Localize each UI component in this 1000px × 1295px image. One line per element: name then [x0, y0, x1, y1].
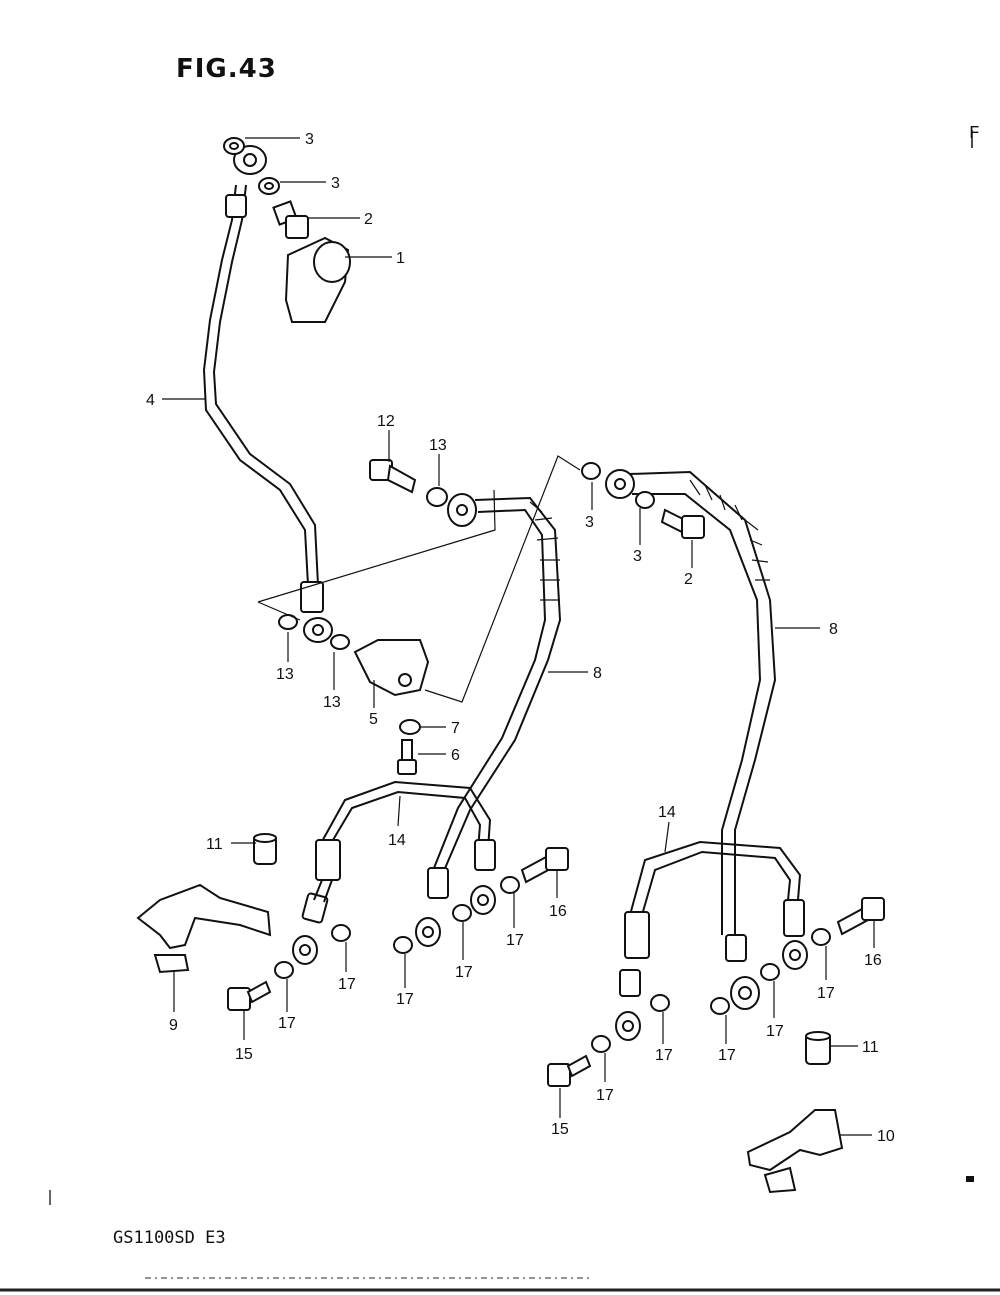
union-bolt-16-right [836, 897, 885, 936]
union-bolt-2 [272, 200, 309, 239]
model-code: GS1100SD E3 [113, 1228, 226, 1248]
washer-7 [399, 719, 421, 735]
union-bolt-15-left [227, 980, 272, 1011]
washer-3-right-upper [581, 462, 601, 480]
brake-hose-8-left [429, 493, 562, 881]
union-bolt-12 [369, 459, 417, 494]
brake-hose-14-right [615, 840, 808, 1041]
bracket-10 [746, 1109, 844, 1194]
callout-7: 7 [451, 720, 460, 737]
callout-8: 8 [829, 621, 838, 638]
washer-3-right-lower [635, 491, 655, 509]
callout-11: 11 [862, 1039, 879, 1056]
brake-hose-8-right [605, 469, 777, 935]
bracket-9 [136, 883, 272, 974]
callout-17: 17 [766, 1023, 784, 1040]
grommet-11-left [253, 833, 277, 865]
callout-leaders [162, 137, 875, 1136]
brake-hose-14-left [292, 780, 496, 965]
bolt-6 [397, 739, 417, 775]
callout-5: 5 [369, 711, 378, 728]
callout-17: 17 [718, 1047, 736, 1064]
brake-joint-5 [257, 455, 581, 703]
washers-17 [274, 876, 831, 1053]
callout-17: 17 [455, 964, 473, 981]
callout-16: 16 [549, 903, 567, 920]
callout-17: 17 [817, 985, 835, 1002]
callout-3: 3 [633, 548, 642, 565]
callout-17: 17 [396, 991, 414, 1008]
washer-13-upper [426, 487, 448, 507]
callout-6: 6 [451, 747, 460, 764]
callout-17: 17 [596, 1087, 614, 1104]
fitting-part-1 [284, 236, 351, 323]
callout-13: 13 [429, 437, 447, 454]
callout-13: 13 [323, 694, 341, 711]
callout-2: 2 [364, 211, 373, 228]
callout-14: 14 [388, 832, 406, 849]
callout-12: 12 [377, 413, 395, 430]
edge-mark: F [969, 124, 980, 144]
callout-3: 3 [305, 131, 314, 148]
union-bolt-2-right [660, 508, 705, 539]
callout-11: 11 [206, 836, 223, 853]
callout-3: 3 [585, 514, 594, 531]
callout-2: 2 [684, 571, 693, 588]
callout-17: 17 [278, 1015, 296, 1032]
callout-14: 14 [658, 804, 676, 821]
callout-10: 10 [877, 1128, 895, 1145]
callout-9: 9 [169, 1017, 178, 1034]
callout-17: 17 [506, 932, 524, 949]
callout-1: 1 [396, 250, 405, 267]
washer-3-upper [223, 137, 280, 195]
callout-16: 16 [864, 952, 882, 969]
brake-hose-4 [202, 145, 333, 643]
callout-15: 15 [235, 1046, 253, 1063]
callout-8: 8 [593, 665, 602, 682]
figure-title: FIG.43 [176, 54, 277, 84]
callout-3: 3 [331, 175, 340, 192]
callout-17: 17 [655, 1047, 673, 1064]
callout-15: 15 [551, 1121, 569, 1138]
grommet-11-right [805, 1031, 831, 1065]
callout-4: 4 [146, 392, 155, 409]
union-bolt-16-left [520, 847, 569, 884]
callout-17: 17 [338, 976, 356, 993]
union-bolt-15-right [547, 1054, 592, 1087]
scan-border-marks [0, 130, 1000, 1292]
callout-13: 13 [276, 666, 294, 683]
